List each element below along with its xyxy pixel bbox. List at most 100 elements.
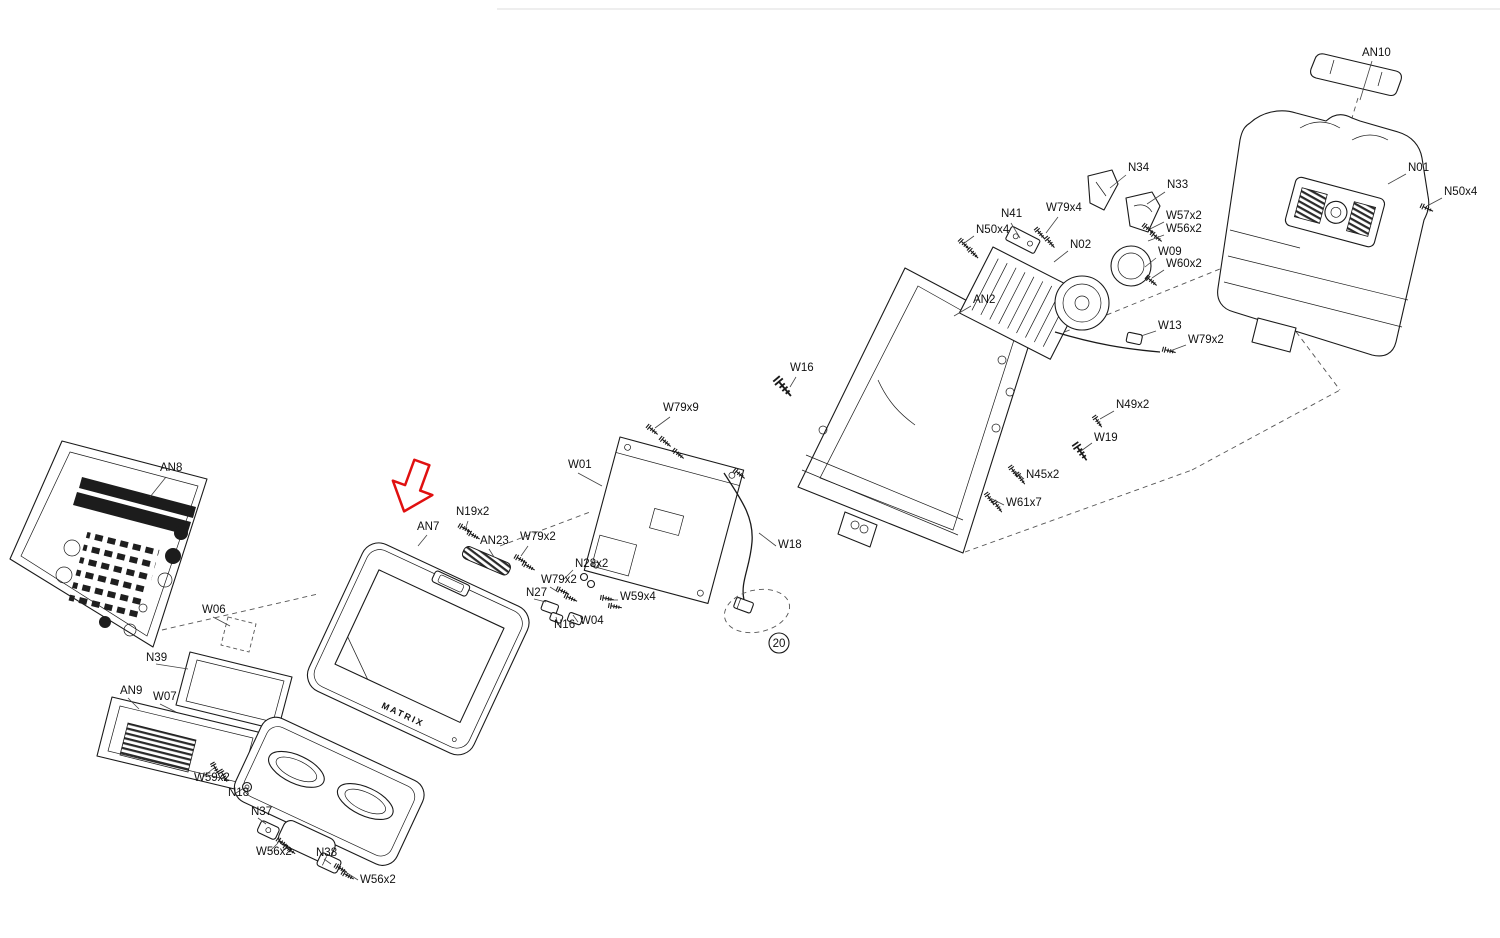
label-leader-line xyxy=(520,545,529,557)
label-leader-line xyxy=(1109,174,1127,189)
label-leader-line xyxy=(1147,234,1165,242)
part-label-N16: N16 xyxy=(554,619,575,631)
part-label-W13: W13 xyxy=(1158,320,1182,332)
screw-icon xyxy=(466,529,482,543)
label-leader-line xyxy=(563,569,574,580)
label-leader-line xyxy=(127,697,140,710)
label-leader-line xyxy=(1169,344,1187,352)
label-leader-line xyxy=(1387,173,1407,185)
label-leader-line xyxy=(1146,191,1166,205)
label-leader-line xyxy=(1144,257,1157,268)
w13-cable-clamp xyxy=(1125,331,1143,346)
label-leader-line xyxy=(417,534,428,547)
n33-bracket xyxy=(1125,191,1161,233)
label-leader-line xyxy=(1426,197,1443,207)
label-leader-line xyxy=(555,616,559,626)
part-label-W18: W18 xyxy=(778,539,802,551)
connector-detail-ellipse xyxy=(723,588,791,634)
part-label-W79x4: W79x4 xyxy=(1046,202,1082,214)
label-leader-line xyxy=(1010,222,1021,239)
an10-trim-strip xyxy=(1310,53,1402,97)
n02-circuit-board xyxy=(958,246,1085,360)
part-label-W04: W04 xyxy=(580,615,604,627)
n37-clip xyxy=(256,820,280,840)
part-label-W79x2: W79x2 xyxy=(541,574,577,586)
part-label-W59x2: W59x2 xyxy=(194,772,230,784)
speaker-small xyxy=(1110,245,1152,287)
w01-board-panel xyxy=(583,436,745,604)
part-label-N18: N18 xyxy=(228,787,249,799)
label-leader-line xyxy=(269,842,279,852)
screw-icon xyxy=(1007,464,1021,480)
label-leader-line xyxy=(1140,330,1157,337)
w09-speaker-large xyxy=(1054,275,1110,331)
an9-w07-grille-panel xyxy=(96,696,263,793)
part-label-AN23: AN23 xyxy=(480,535,509,547)
part-label-N19x2: N19x2 xyxy=(456,506,489,518)
part-label-W57x2: W57x2 xyxy=(1166,210,1202,222)
label-leader-line xyxy=(1014,470,1025,480)
label-leader-line xyxy=(789,376,797,388)
part-label-N28x2: N28x2 xyxy=(575,558,608,570)
screw-icon xyxy=(645,423,661,438)
label-leader-line xyxy=(257,817,267,825)
label-leader-line xyxy=(991,498,1005,506)
label-leader-line xyxy=(572,614,579,623)
part-label-W79x9: W79x9 xyxy=(663,402,699,414)
highlight-arrow-shape xyxy=(391,458,434,513)
label-leader-line xyxy=(1149,221,1165,230)
part-label-W56x2: W56x2 xyxy=(256,846,292,858)
part-label-W06: W06 xyxy=(202,604,226,616)
label-leader-line xyxy=(343,870,359,881)
part-label-W07: W07 xyxy=(153,691,177,703)
screw-icon xyxy=(1161,345,1177,357)
part-label-W60x2: W60x2 xyxy=(1166,258,1202,270)
part-label-N49x2: N49x2 xyxy=(1116,399,1149,411)
screw-icon xyxy=(599,593,615,604)
part-label-AN8: AN8 xyxy=(160,462,182,474)
part-label-AN2: AN2 xyxy=(973,294,995,306)
w06-spacer xyxy=(220,616,257,653)
n01-back-cover xyxy=(1217,110,1430,357)
n34-bracket xyxy=(1087,169,1119,211)
an7-console-front-frame: MATRIX xyxy=(306,542,530,756)
part-label-N50x4: N50x4 xyxy=(1444,186,1478,198)
screw-icon xyxy=(1043,235,1058,251)
an8-keypad-overlay xyxy=(9,440,208,648)
part-label-N38: N38 xyxy=(316,847,337,859)
part-label-N01: N01 xyxy=(1408,162,1429,174)
keypad-keys-grid xyxy=(67,530,160,624)
label-leader-line xyxy=(155,663,189,670)
cup-holder-right xyxy=(336,783,394,820)
screen-opening xyxy=(334,569,505,723)
screw-icon xyxy=(658,435,674,450)
bolt-icon xyxy=(771,374,796,401)
part-label-N45x2: N45x2 xyxy=(1026,469,1059,481)
label-leader-line xyxy=(1359,60,1373,101)
screw-icon xyxy=(966,246,981,261)
label-leader-line xyxy=(577,472,603,487)
part-label-W01: W01 xyxy=(568,459,592,471)
part-label-N02: N02 xyxy=(1070,239,1091,251)
assembly-guide-lines xyxy=(161,97,1359,631)
tray-bottom-lip xyxy=(278,820,336,864)
part-label-AN9: AN9 xyxy=(120,685,142,697)
n41-bracket xyxy=(1005,226,1041,254)
part-label-W79x2: W79x2 xyxy=(1188,334,1224,346)
top-latch xyxy=(431,570,471,597)
label-leader-line xyxy=(202,767,215,778)
label-leader-line xyxy=(1045,216,1059,234)
speaker-grille xyxy=(119,722,197,773)
console-bottom-tray xyxy=(233,716,425,866)
highlight-arrow xyxy=(391,458,434,513)
part-label-W56x2: W56x2 xyxy=(1166,223,1202,235)
screw-icon xyxy=(1070,440,1092,464)
part-label-N39: N39 xyxy=(146,652,167,664)
part-label-W09: W09 xyxy=(1158,246,1182,258)
part-label-W61x7: W61x7 xyxy=(1006,497,1042,509)
n18-nut xyxy=(241,781,253,793)
part-label-AN10: AN10 xyxy=(1362,47,1391,59)
label-leader-line xyxy=(1080,442,1093,452)
